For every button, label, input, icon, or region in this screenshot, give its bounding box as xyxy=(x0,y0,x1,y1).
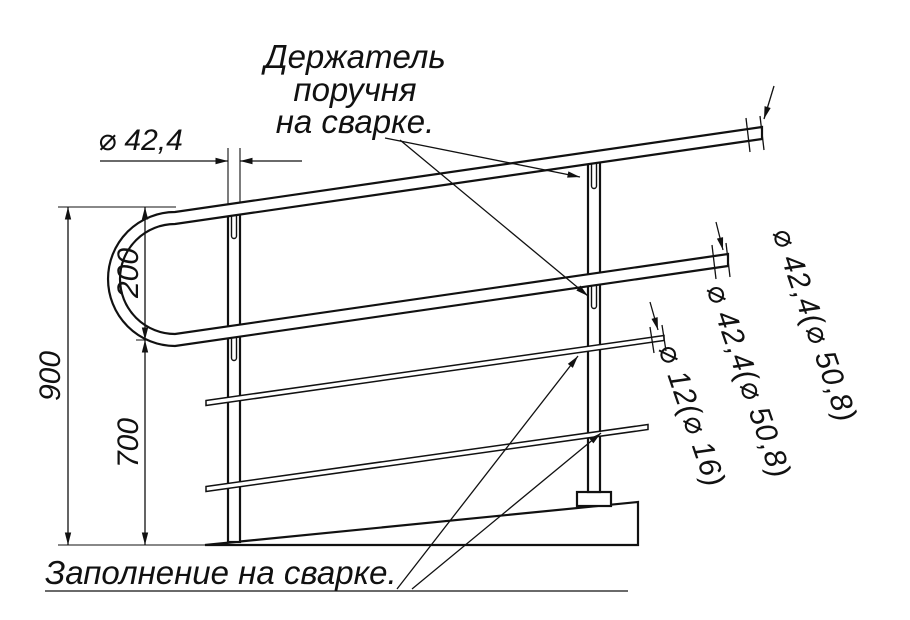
holder-clip-left-top xyxy=(230,216,238,240)
dim-arrow-handrail-tip xyxy=(763,85,775,120)
holder-clip-right-top xyxy=(590,164,598,190)
ramp-surface xyxy=(204,500,640,547)
tip-tick xyxy=(711,244,717,280)
handrail-assembly xyxy=(106,125,764,348)
holder-clip-left-mid xyxy=(230,338,238,362)
base-plate xyxy=(575,490,613,508)
dim-label-infill-dia: ⌀ 12(⌀ 16) xyxy=(651,340,731,492)
dim-arrow-infill-tip xyxy=(649,301,659,331)
dim-arrow-midrail-tip xyxy=(715,221,724,251)
leader-holder-top xyxy=(384,137,581,178)
holder-note-line2: поручня xyxy=(293,71,416,108)
tip-tick xyxy=(759,115,765,151)
tip-tick xyxy=(661,324,667,352)
holder-clip-right-mid xyxy=(590,286,598,310)
dim-label-900: 900 xyxy=(34,351,67,401)
tip-tick xyxy=(725,242,731,278)
dim-label-handrail-dia: ⌀ 42,4(⌀ 50,8) xyxy=(765,224,862,427)
tip-tick xyxy=(649,326,655,354)
left-post xyxy=(226,211,242,544)
infill-note: Заполнение на сварке. xyxy=(45,554,397,591)
dim-label-200: 200 xyxy=(112,248,145,299)
leader-holder-mid xyxy=(399,139,589,297)
tip-tick xyxy=(745,117,751,153)
leader-infill-2 xyxy=(411,432,602,590)
dim-label-700: 700 xyxy=(112,418,145,468)
leader-infill-1 xyxy=(396,355,579,590)
infill-bar-2 xyxy=(205,423,649,493)
holder-note-line3: на сварке. xyxy=(276,103,435,140)
holder-note-line1: Держатель xyxy=(260,38,445,75)
dim-label-post-dia: ⌀ 42,4 xyxy=(98,124,183,157)
